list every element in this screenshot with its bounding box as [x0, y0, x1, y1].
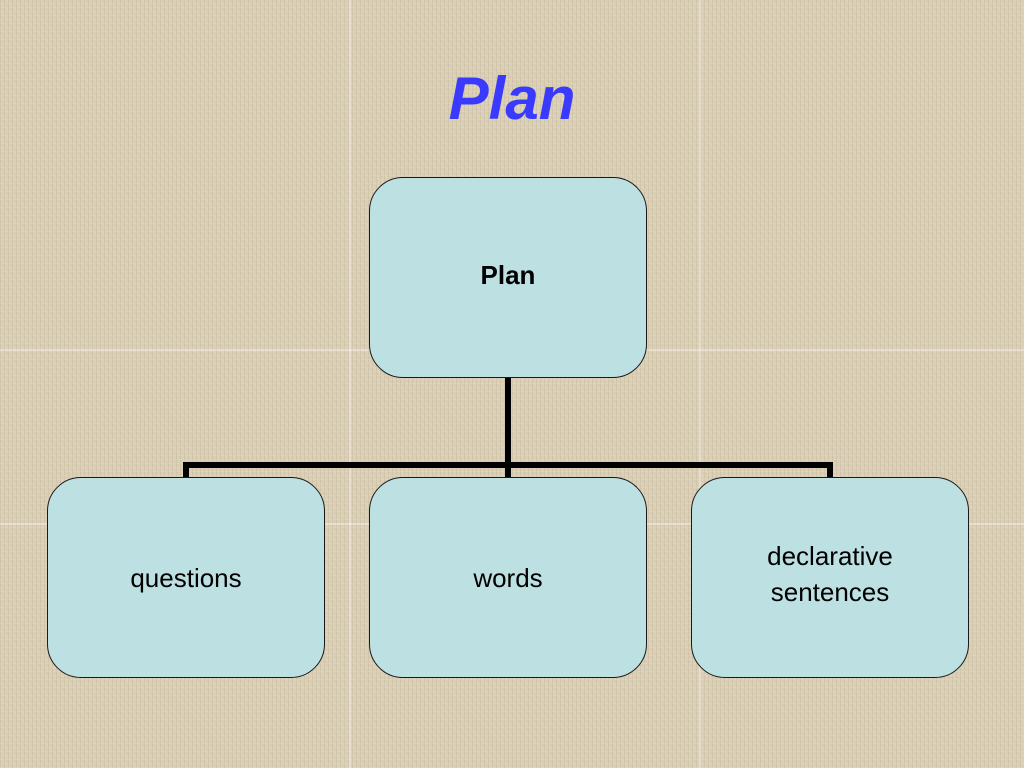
root-node: Plan	[369, 177, 647, 378]
child-node-words: words	[369, 477, 647, 678]
slide-title: Plan	[448, 65, 576, 132]
child-node-questions: questions	[47, 477, 325, 678]
root-node-label: Plan	[480, 260, 536, 290]
child-node-label: declarative sentences	[767, 540, 893, 607]
child-node-label: questions	[130, 562, 242, 593]
child-node-label: words	[473, 562, 543, 593]
child-node-declarative-sentences: declarative sentences	[691, 477, 969, 678]
